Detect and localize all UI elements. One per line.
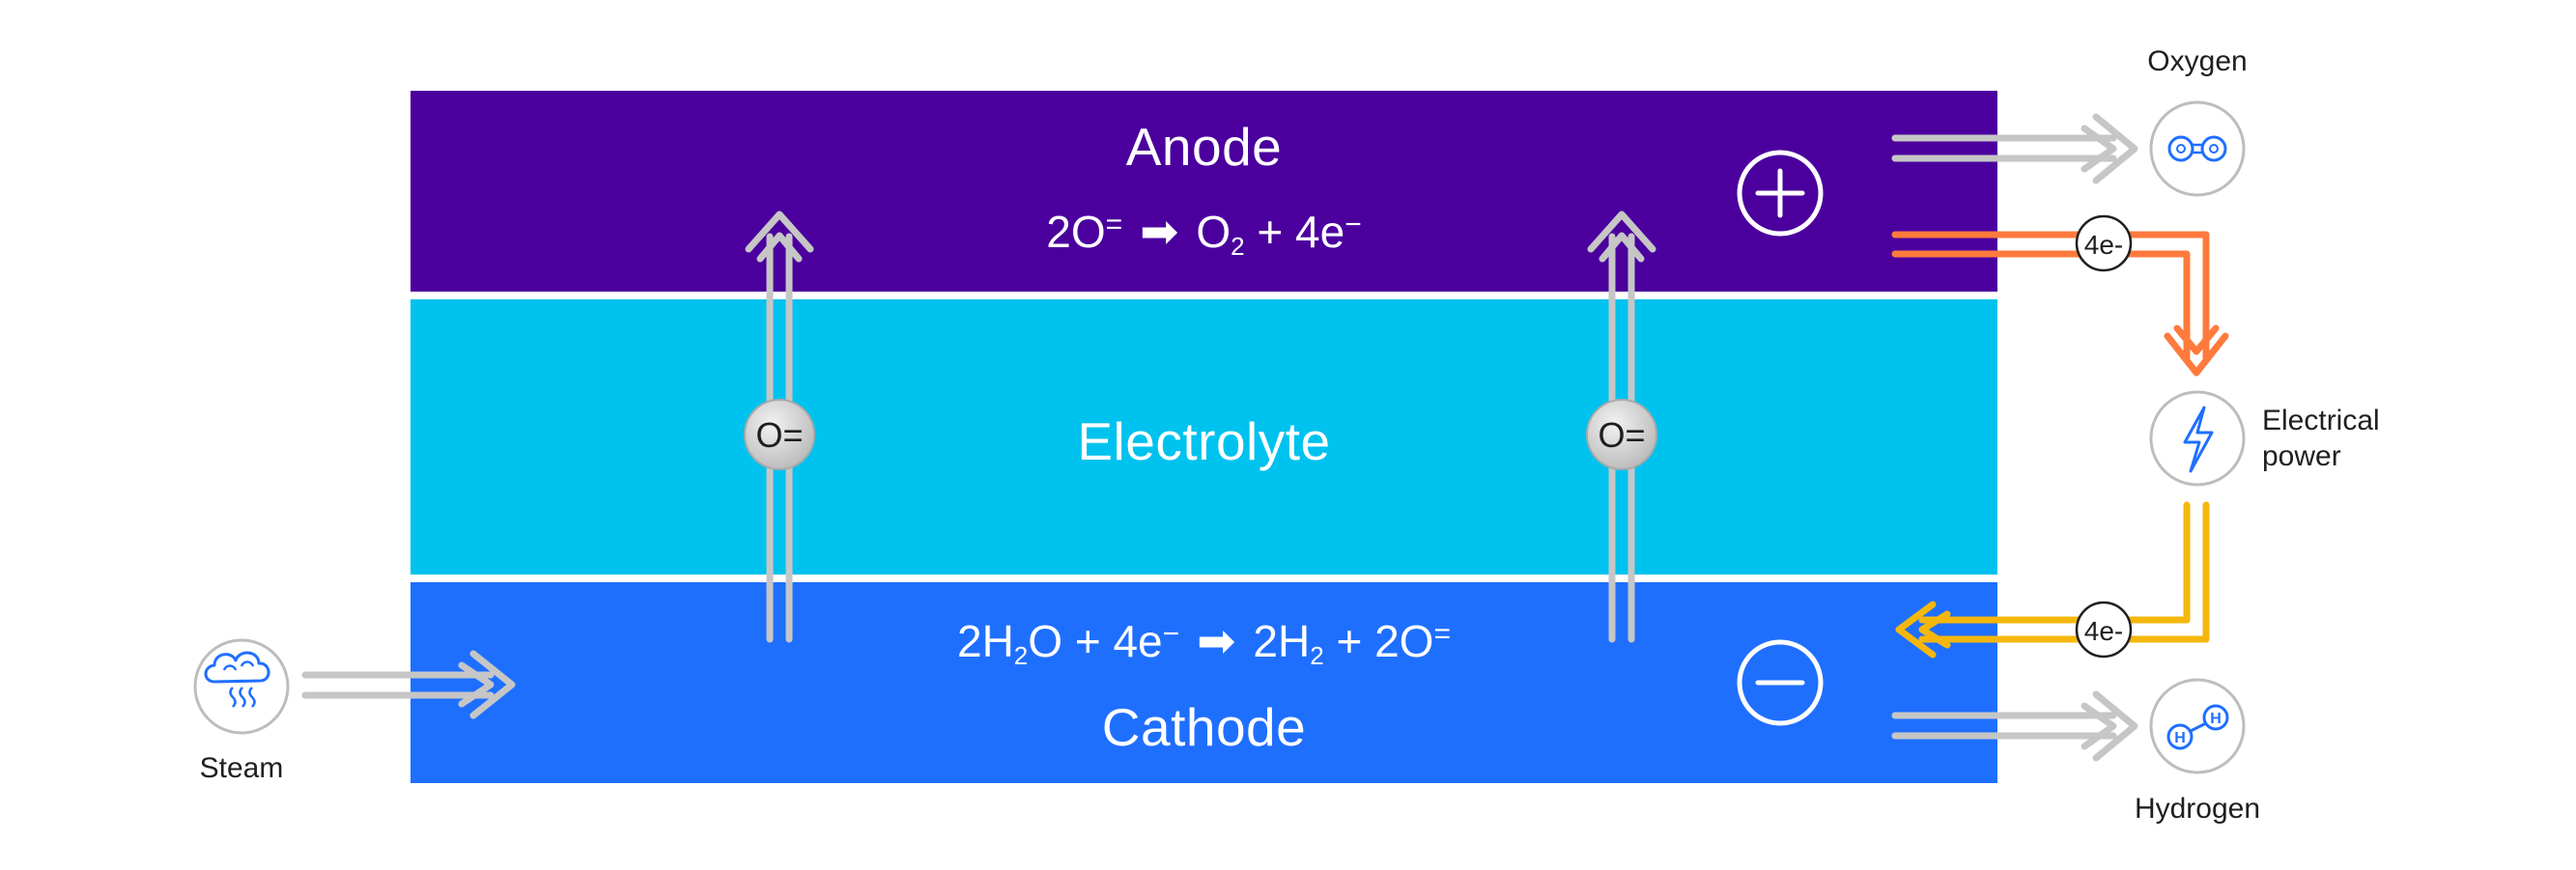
oxygen-output-arrow [1891,113,2138,184]
cathode-eq-arrow: ➡ [1197,616,1236,667]
oxide-ion-right-label: O= [1598,415,1645,455]
cathode-eq-rhs-a: 2H [1253,616,1311,666]
oxide-ion-left: O= [744,399,815,470]
electrolyte-title: Electrolyte [1077,411,1331,471]
oxygen-label: Oxygen [2147,45,2248,77]
hydrogen-molecule-icon: H H [2149,678,2246,774]
electron-badge-in-label: 4e- [2084,616,2123,646]
steam-cloud-icon [193,638,290,735]
hydrogen-output-arrow [1891,690,2138,762]
oxygen-molecule-icon [2149,100,2246,197]
anode-eq-rhs-charge: − [1345,209,1362,240]
electrolyte-band [410,299,1997,575]
cathode-eq-rhs-charge: = [1433,618,1451,650]
steam-label: Steam [199,752,284,784]
cathode-eq-rhs-a-sub: 2 [1310,641,1324,670]
electron-badge-in: 4e- [2075,601,2133,659]
svg-text:H: H [2210,711,2222,727]
anode-eq-lhs-charge: = [1105,209,1123,240]
anode-equation: 2O= ➡ O2 + 4e− [410,205,1997,262]
anode-eq-lhs: 2O [1046,207,1106,257]
electron-flow-in [1895,501,2210,659]
cathode-eq-lhs-a: 2H [956,616,1014,666]
anode-eq-rhs-o: O [1196,207,1231,257]
anode-eq-arrow: ➡ [1140,207,1179,258]
cathode-eq-lhs-b: O + 4e [1028,616,1163,666]
anode-eq-rhs-o-sub: 2 [1231,232,1245,261]
anode-text-block: Anode 2O= ➡ O2 + 4e− [410,91,1997,292]
cathode-text-block: 2H2O + 4e−➡2H2 + 2O= Cathode [410,582,1997,783]
electron-flow-out [1891,231,2229,377]
positive-terminal [1737,150,1824,237]
cathode-eq-lhs-charge: − [1162,618,1180,650]
cathode-eq-lhs-a-sub: 2 [1013,641,1029,670]
anode-eq-rhs-rest: + 4e [1257,207,1345,257]
cathode-band [410,582,1997,783]
anode-band [410,91,1997,292]
electron-badge-out: 4e- [2075,214,2133,272]
cathode-equation: 2H2O + 4e−➡2H2 + 2O= [410,614,1997,671]
electrical-power-label: Electrical power [2262,405,2380,472]
hydrogen-label: Hydrogen [2134,793,2261,825]
negative-terminal [1737,639,1824,726]
oxide-ion-right: O= [1586,399,1657,470]
oxide-ion-left-label: O= [755,415,803,455]
cathode-eq-rhs-b: + 2O [1336,616,1434,666]
steam-input-arrow [301,650,516,719]
electrolyte-text-block: Electrolyte [410,299,1997,575]
cathode-title: Cathode [1101,697,1307,757]
svg-text:H: H [2174,730,2186,746]
anode-title: Anode [1125,117,1283,177]
lightning-bolt-icon [2149,390,2246,487]
electron-badge-out-label: 4e- [2084,230,2123,260]
